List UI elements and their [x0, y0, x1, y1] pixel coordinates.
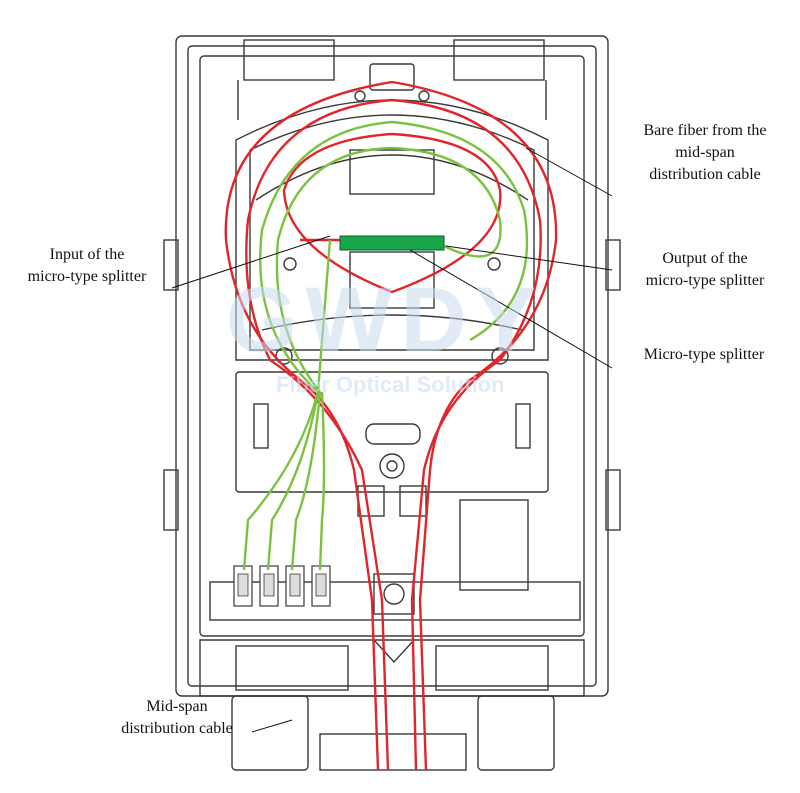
bare-fiber-route — [224, 80, 558, 771]
label-midspan-line1: Mid-span — [146, 698, 208, 715]
sc-adapter-port — [289, 573, 301, 597]
splitter-output-fiber — [242, 391, 320, 571]
label-splitter-output-line2: micro-type splitter — [645, 272, 765, 289]
splitter-output-fiber — [259, 120, 529, 393]
watermark-tagline: Fiber Optical Solution — [276, 372, 505, 397]
label-bare-fiber: Bare fiber from the mid-span distributio… — [614, 120, 796, 186]
label-bare-fiber-line2: mid-span — [675, 144, 735, 161]
splitter-output-fiber — [266, 391, 320, 571]
label-midspan-line2: distribution cable — [121, 720, 233, 737]
splitter-output-fiber — [290, 391, 322, 571]
label-splitter-input-line1: Input of the — [49, 246, 125, 263]
splitter-output-fiber — [316, 239, 332, 393]
label-bare-fiber-line1: Bare fiber from the — [643, 122, 767, 139]
micro-splitter-body — [339, 235, 445, 251]
adapter-group — [233, 565, 331, 607]
watermark-brand: GWDY — [226, 269, 545, 371]
label-splitter-output-line1: Output of the — [662, 250, 748, 267]
splitter-output-fiber — [318, 391, 326, 571]
label-splitter-input: Input of the micro-type splitter — [4, 244, 170, 288]
leader-lines — [171, 147, 613, 733]
enclosure-body — [163, 35, 621, 771]
sc-adapter-port — [237, 573, 249, 597]
label-splitter-input-line2: micro-type splitter — [27, 268, 147, 285]
sc-adapter-port — [263, 573, 275, 597]
bare-fiber-route — [282, 132, 502, 294]
label-bare-fiber-line3: distribution cable — [649, 166, 761, 183]
splitter-output-fiber — [275, 146, 502, 393]
label-micro-splitter: Micro-type splitter — [643, 346, 765, 363]
label-splitter-output: Output of the micro-type splitter — [616, 248, 794, 292]
fiber-routes — [224, 80, 558, 771]
sc-adapter-port — [315, 573, 327, 597]
bare-fiber-route — [245, 98, 542, 771]
label-midspan-cable: Mid-span distribution cable — [96, 696, 258, 740]
